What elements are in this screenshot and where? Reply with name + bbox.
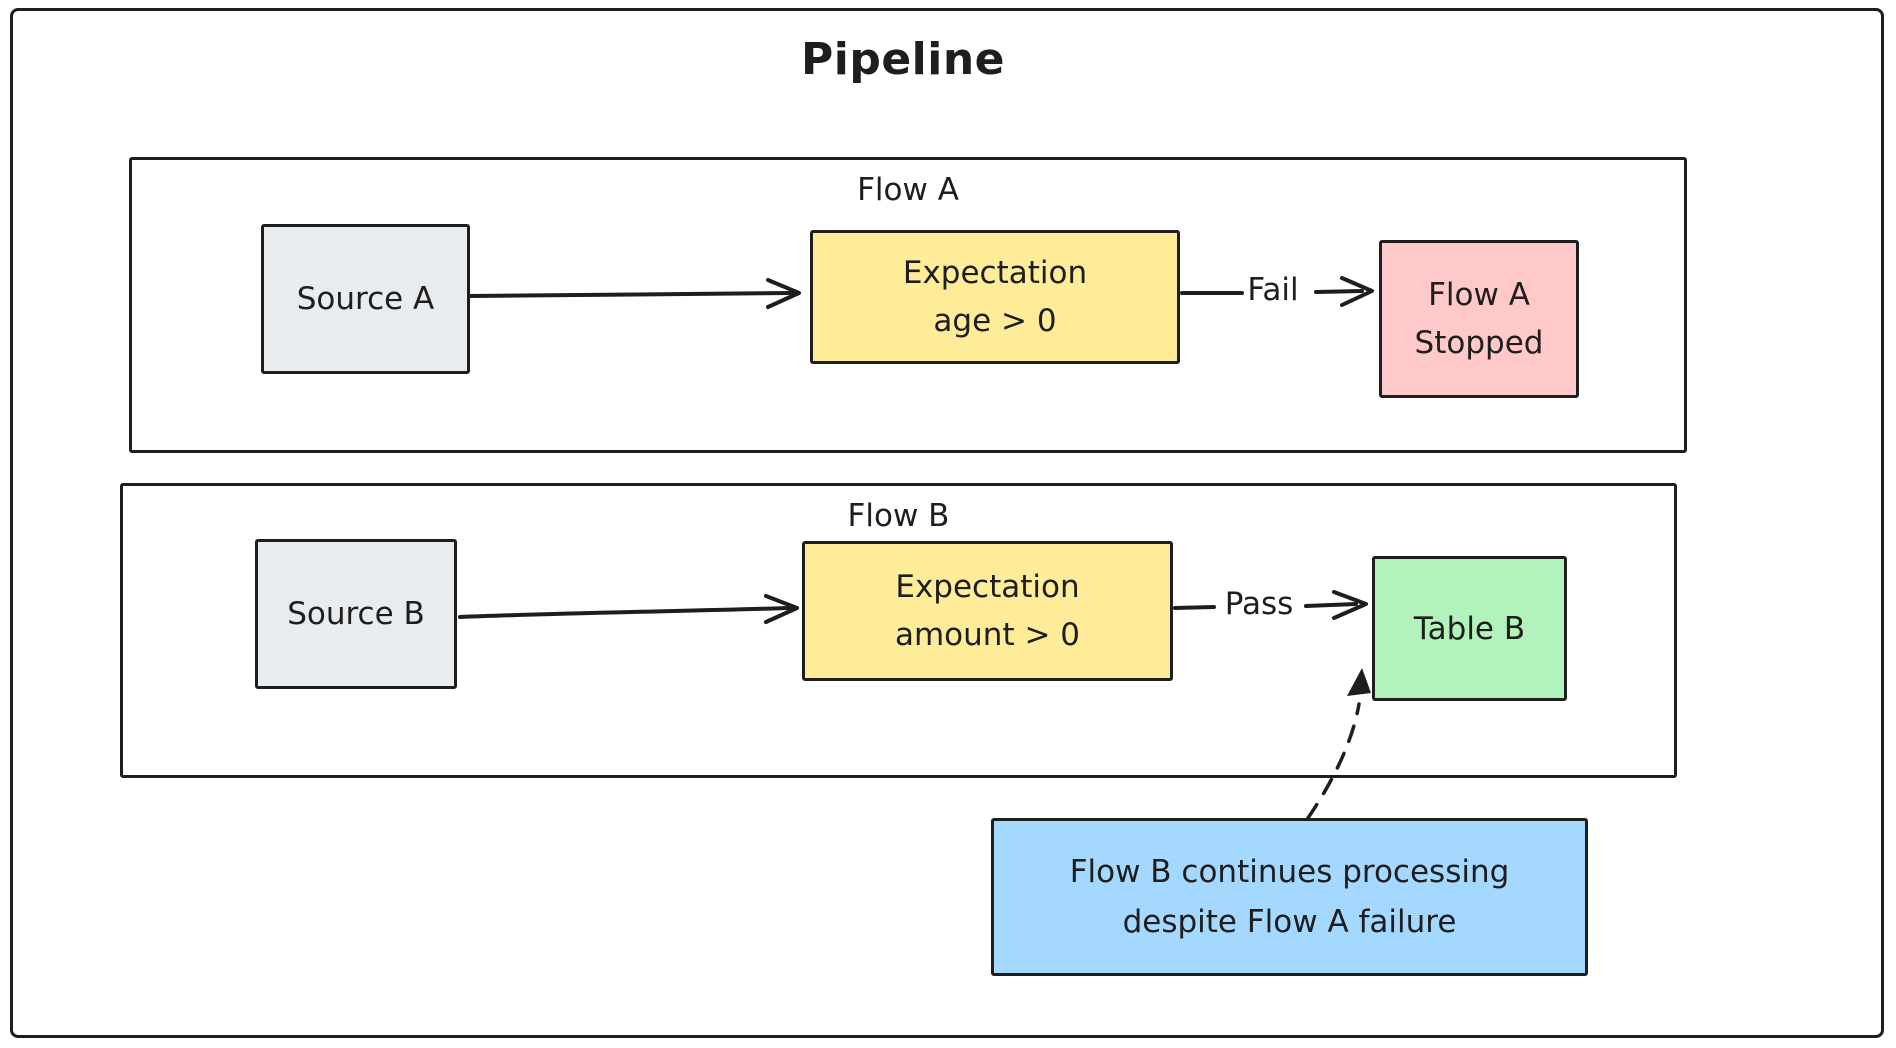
fail-edge-label: Fail (1247, 272, 1299, 308)
note-line2: despite Flow A failure (1122, 904, 1457, 940)
node-flow-a-stopped-line2: Stopped (1414, 325, 1544, 361)
node-expectation-b: Expectation amount > 0 (802, 541, 1173, 681)
node-expectation-a: Expectation age > 0 (810, 230, 1180, 364)
note-box: Flow B continues processing despite Flow… (991, 818, 1588, 976)
note-line1: Flow B continues processing (1069, 854, 1510, 890)
pass-edge-label: Pass (1224, 586, 1294, 622)
node-flow-a-stopped-line1: Flow A (1428, 277, 1530, 313)
node-table-b-label: Table B (1413, 610, 1526, 647)
flow-a-label: Flow A (857, 172, 959, 208)
flow-a-container: Flow A (129, 157, 1687, 453)
flow-b-label: Flow B (847, 498, 950, 534)
node-source-b-label: Source B (287, 596, 425, 632)
node-expectation-a-line1: Expectation (902, 255, 1088, 291)
node-source-a-label: Source A (296, 281, 435, 317)
node-source-b: Source B (255, 539, 457, 689)
flow-b-container: Flow B (120, 483, 1677, 778)
node-table-b: Table B (1372, 556, 1567, 701)
pipeline-frame (10, 8, 1884, 1038)
node-expectation-a-line2: age > 0 (933, 303, 1057, 339)
node-expectation-b-line1: Expectation (895, 569, 1080, 605)
node-expectation-b-line2: amount > 0 (894, 617, 1081, 653)
node-source-a: Source A (261, 224, 470, 374)
diagram-title: Pipeline (801, 34, 1005, 85)
node-flow-a-stopped: Flow A Stopped (1379, 240, 1579, 398)
